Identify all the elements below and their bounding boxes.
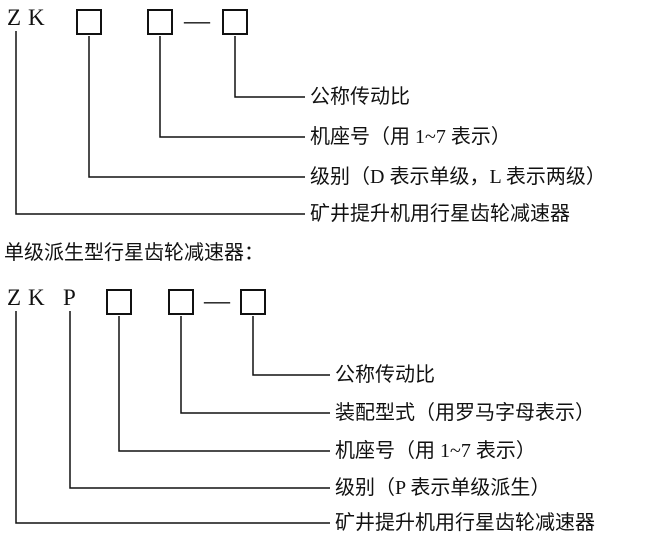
connector-top-product-name [15, 31, 305, 215]
box-frame-size-bottom [106, 289, 132, 315]
label-top-transmission-ratio: 公称传动比 [310, 86, 410, 108]
label-bottom-transmission-ratio: 公称传动比 [335, 364, 435, 386]
model-separator-bottom: — [204, 286, 230, 315]
box-assembly-type-bottom [168, 289, 194, 315]
label-bottom-product-name: 矿井提升机用行星齿轮减速器 [335, 512, 595, 534]
connector-bottom-assembly-type [180, 316, 330, 414]
box-grade-top [76, 9, 102, 35]
connector-bottom-product-name [15, 311, 330, 524]
connector-bottom-frame-size [118, 316, 330, 452]
box-ratio-top [222, 9, 248, 35]
connector-top-grade [88, 36, 305, 178]
box-ratio-bottom [240, 289, 266, 315]
connector-bottom-grade [69, 311, 330, 489]
label-top-grade: 级别（D 表示单级，L 表示两级） [310, 166, 606, 188]
section-title: 单级派生型行星齿轮减速器： [4, 242, 264, 264]
label-top-frame-size: 机座号（用 1~7 表示） [310, 126, 511, 148]
model-prefix-bottom: ZK [7, 285, 52, 310]
connector-top-frame-size [159, 36, 305, 138]
label-bottom-grade: 级别（P 表示单级派生） [335, 477, 551, 499]
connector-top-ratio [234, 36, 305, 98]
box-frame-size-top [147, 9, 173, 35]
model-prefix-top: ZK [7, 5, 52, 30]
connector-bottom-ratio [252, 316, 330, 376]
model-separator-top: — [184, 6, 210, 35]
label-bottom-assembly-type: 装配型式（用罗马字母表示） [335, 402, 595, 424]
label-bottom-frame-size: 机座号（用 1~7 表示） [335, 440, 536, 462]
model-type-letter: P [63, 285, 76, 310]
label-top-product-name: 矿井提升机用行星齿轮减速器 [310, 203, 570, 225]
